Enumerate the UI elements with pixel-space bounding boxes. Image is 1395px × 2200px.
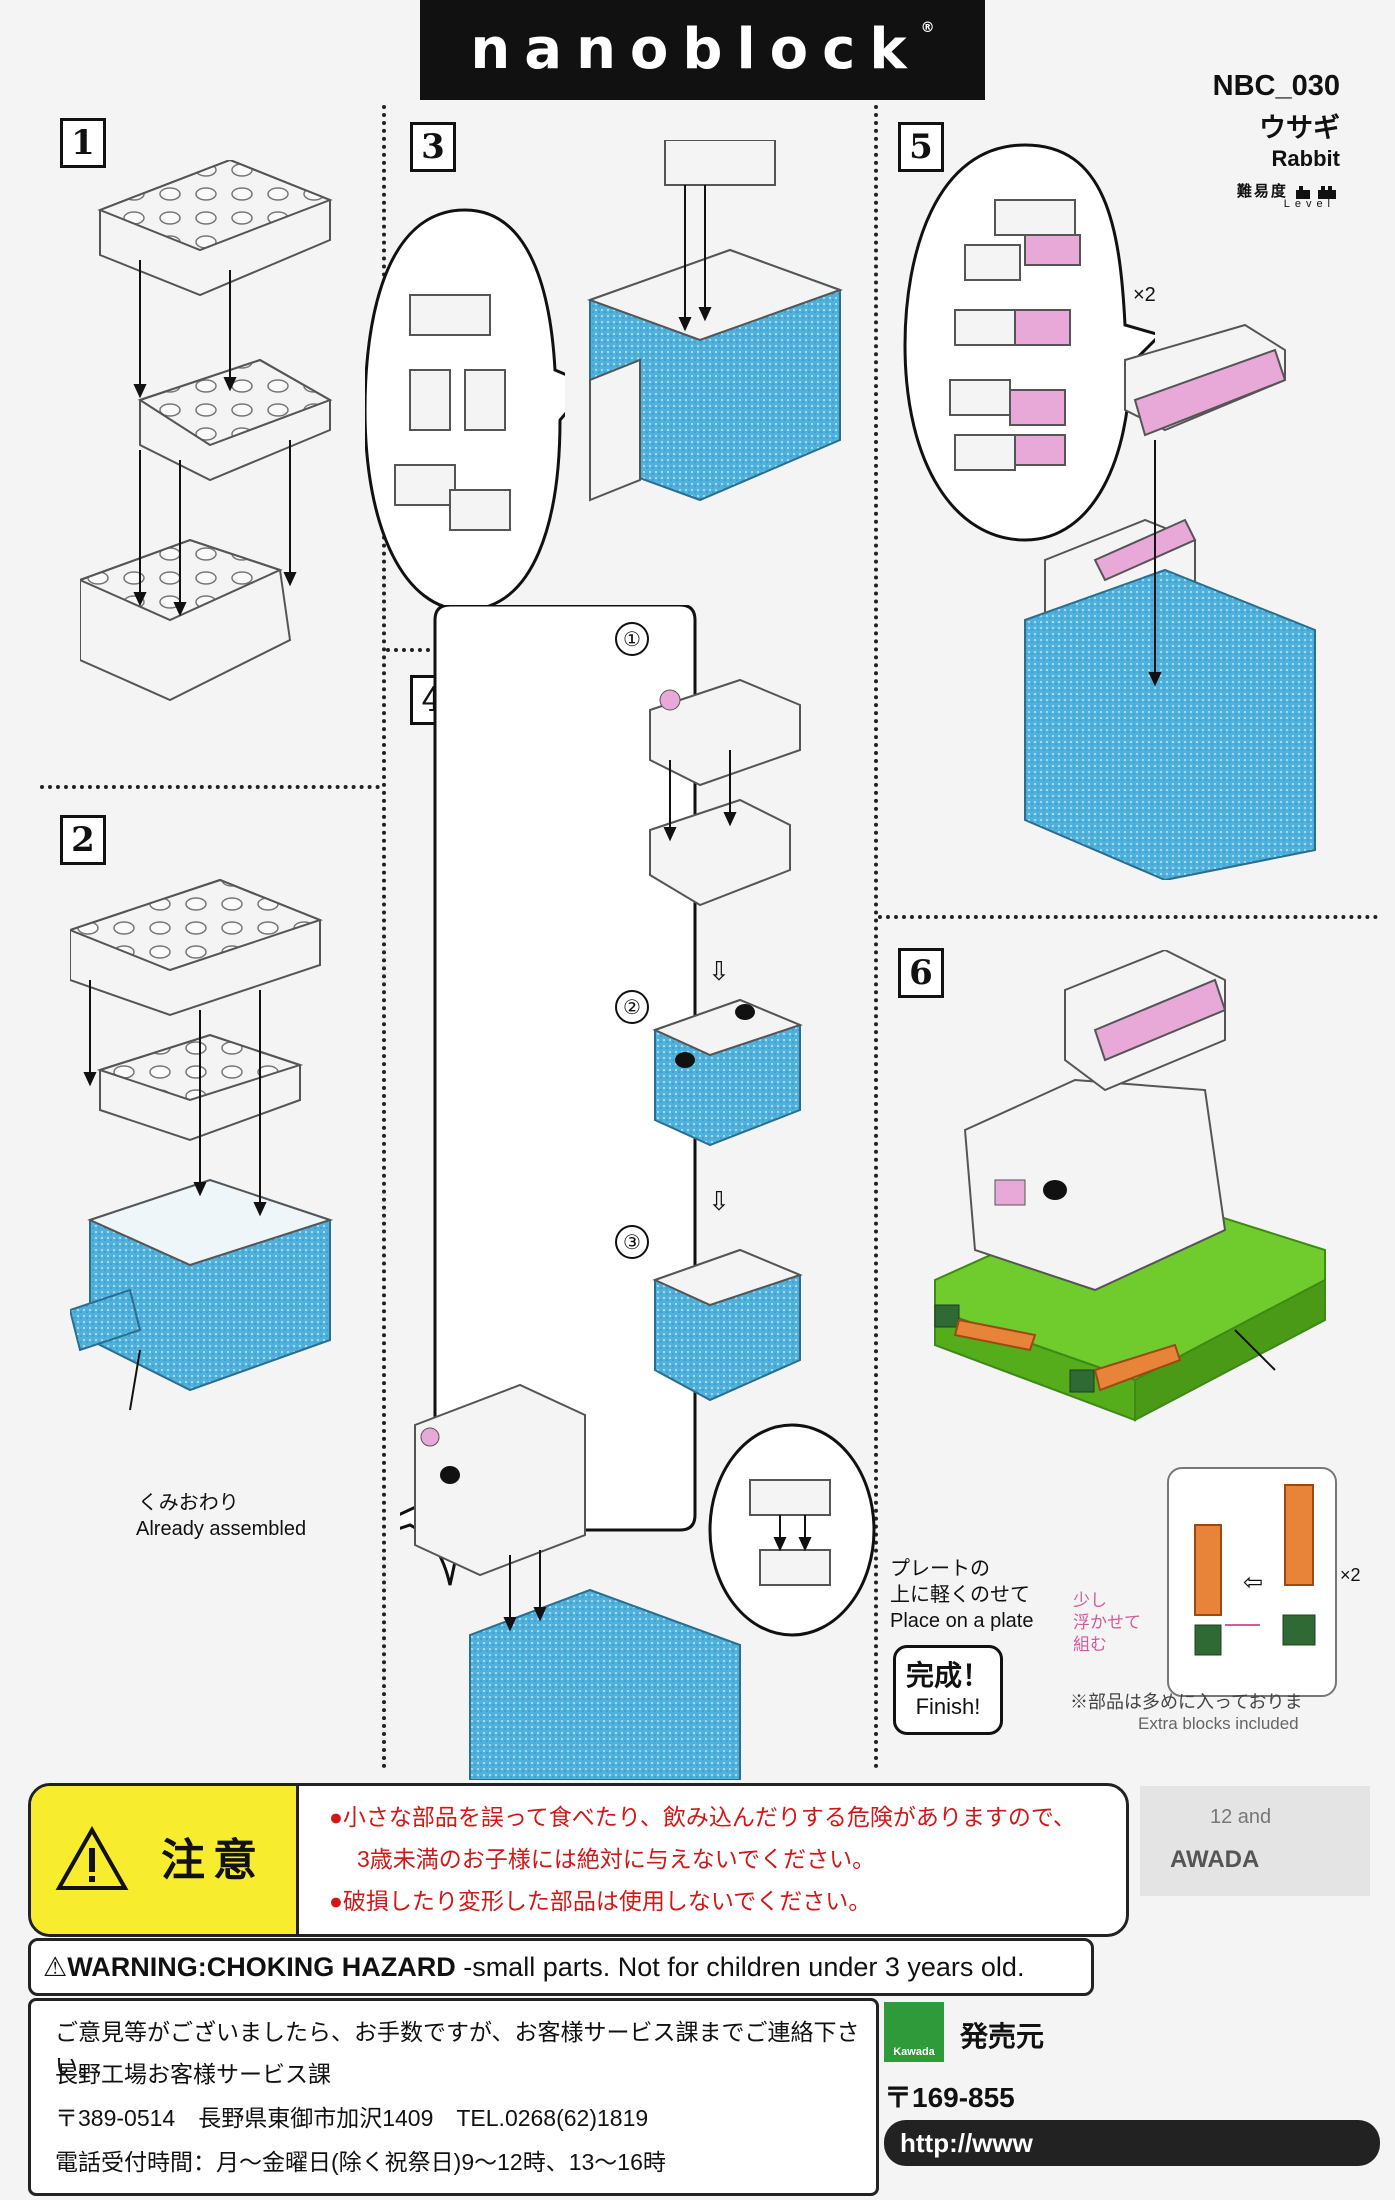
model-code: NBC_030 bbox=[1212, 70, 1340, 102]
caution-line-3: ●破損したり変形した部品は使用しないでください。 bbox=[329, 1888, 872, 1914]
faded-age-box: 12 and AWADA bbox=[1140, 1786, 1370, 1896]
svg-text:⇦: ⇦ bbox=[1243, 1568, 1263, 1596]
publisher-url[interactable]: http://www bbox=[900, 2128, 1033, 2158]
caution-box: 注意 ●小さな部品を誤って食べたり、飲み込んだりする危険がありますので、 3歳未… bbox=[28, 1783, 1129, 1937]
model-name-en: Rabbit bbox=[1271, 146, 1340, 171]
difficulty-level: 難易度 bbox=[1237, 180, 1340, 201]
kawada-logo-text: Kawada bbox=[893, 2046, 935, 2058]
step-4-detail-circle bbox=[708, 1423, 876, 1637]
publisher-label: 発売元 bbox=[960, 2021, 1045, 2052]
caution-yellow-panel: 注意 bbox=[31, 1786, 299, 1934]
warning-rest-text: -small parts. Not for children under 3 y… bbox=[463, 1952, 1025, 1982]
divider-left bbox=[382, 105, 386, 1770]
extra-blocks-en: Extra blocks included bbox=[1138, 1714, 1299, 1733]
divider-step5-6 bbox=[878, 915, 1378, 919]
step-5-illustration bbox=[1024, 323, 1316, 880]
registered-mark: ® bbox=[920, 20, 935, 36]
faded-company-text: AWADA bbox=[1170, 1846, 1260, 1873]
level-label-en: Level bbox=[1283, 198, 1335, 210]
kawada-logo: Kawada bbox=[884, 2002, 944, 2062]
contact-line-4: 電話受付時間：月～金曜日(除く祝祭日)9～12時、13～16時 bbox=[55, 2149, 666, 2175]
caution-line-2: 3歳未満のお子様には絶対に与えないでください。 bbox=[357, 1846, 876, 1872]
already-assembled-ja: くみおわり bbox=[138, 1492, 239, 1514]
float-line-1: 少し bbox=[1073, 1591, 1107, 1610]
svg-text:⇩: ⇩ bbox=[708, 1187, 730, 1217]
float-line-3: 組む bbox=[1073, 1635, 1107, 1654]
already-assembled-en: Already assembled bbox=[136, 1518, 307, 1540]
nanoblock-logo: nanoblock® bbox=[420, 0, 985, 100]
caution-line-1: ●小さな部品を誤って食べたり、飲み込んだりする危険がありますので、 bbox=[329, 1804, 1076, 1830]
contact-info-box: ご意見等がございましたら、お手数ですが、お客様サービス課までご連絡下さい。 長野… bbox=[28, 1998, 879, 2196]
step-1-number: 1 bbox=[60, 118, 106, 168]
divider-right bbox=[874, 105, 878, 1770]
step-3-callout-bubble bbox=[365, 208, 565, 612]
place-on-plate-ja-1: プレートの bbox=[890, 1558, 990, 1580]
svg-text:⇩: ⇩ bbox=[708, 957, 730, 987]
place-on-plate-en: Place on a plate bbox=[890, 1610, 1034, 1632]
step-3-illustration bbox=[587, 140, 843, 502]
contact-line-3: 〒389-0514 長野県東御市加沢1409 TEL.0268(62)1819 bbox=[55, 2105, 649, 2131]
extra-blocks-ja: ※部品は多めに入っておりま bbox=[1070, 1692, 1303, 1712]
step-5-callout-bubble bbox=[903, 143, 1155, 542]
times-two-carrot: ×2 bbox=[1340, 1565, 1361, 1585]
substep-2-number: ② bbox=[615, 990, 649, 1024]
level-block-icons bbox=[1296, 186, 1336, 200]
finish-en: Finish! bbox=[915, 1694, 981, 1719]
step-5-number: 5 bbox=[898, 122, 944, 172]
place-on-plate-ja-2: 上に軽くのせて bbox=[890, 1584, 1030, 1606]
step-2-illustration bbox=[70, 878, 334, 1411]
contact-line-2: 長野工場お客様サービス課 bbox=[55, 2061, 331, 2087]
publisher-postal: 〒169-855 bbox=[884, 2082, 1015, 2113]
float-line-2: 浮かせて bbox=[1073, 1613, 1141, 1632]
substep-1-number: ① bbox=[615, 622, 649, 656]
float-slightly-note: 少し 浮かせて 組む bbox=[1073, 1590, 1141, 1656]
faded-age-text: 12 and bbox=[1210, 1806, 1272, 1828]
publisher-url-bar: http://www bbox=[884, 2120, 1380, 2166]
step-3-number: 3 bbox=[410, 122, 456, 172]
level-label-ja: 難易度 bbox=[1236, 183, 1288, 200]
substep-3-number: ③ bbox=[615, 1225, 649, 1259]
divider-step1-2 bbox=[40, 785, 380, 789]
step-6-number: 6 bbox=[898, 948, 944, 998]
caution-title: 注意 bbox=[161, 1836, 265, 1885]
finish-ja: 完成！ bbox=[905, 1660, 990, 1691]
choking-hazard-warning: ⚠WARNING:CHOKING HAZARD -small parts. No… bbox=[28, 1938, 1094, 1996]
warning-bold-text: WARNING:CHOKING HAZARD bbox=[67, 1952, 456, 1982]
carrot-detail-panel: ⇦ bbox=[1167, 1467, 1337, 1697]
step-2-number: 2 bbox=[60, 815, 106, 865]
step-6-finished-rabbit bbox=[934, 950, 1326, 1422]
warning-triangle-icon bbox=[55, 1826, 129, 1890]
contact-line-1: ご意見等がございましたら、お手数ですが、お客様サービス課までご連絡下さい。 bbox=[55, 2019, 860, 2079]
step-1-illustration bbox=[80, 160, 333, 702]
model-name-ja: ウサギ bbox=[1259, 113, 1340, 143]
logo-text: nanoblock bbox=[470, 17, 921, 82]
finish-badge: 完成！ Finish! bbox=[893, 1645, 1003, 1735]
warning-triangle-small-icon: ⚠ bbox=[43, 1952, 68, 1982]
step-4-illustration bbox=[414, 1383, 741, 1780]
step-4-sub-illustrations: ⇩ ⇩ bbox=[649, 678, 803, 1402]
times-two-step5: ×2 bbox=[1133, 284, 1156, 306]
